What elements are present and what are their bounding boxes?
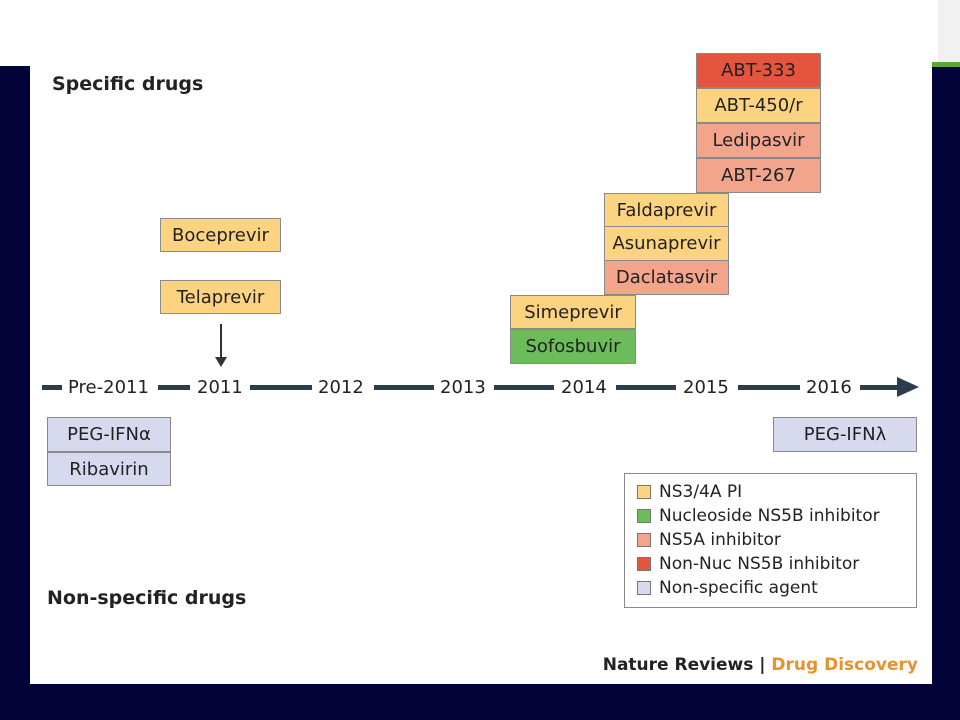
legend-item-ns5a: NS5A inhibitor [637, 530, 781, 550]
legend-item-ns34a: NS3/4A PI [637, 482, 742, 502]
timeline-segment [158, 385, 190, 390]
legend-swatch-nucleoside [637, 509, 651, 523]
drug-box-daclatasvir: Daclatasvir [604, 260, 729, 295]
telaprevir-arrow-line [220, 324, 222, 360]
drug-box-boceprevir: Boceprevir [160, 218, 281, 252]
year-label-2015: 2015 [683, 377, 729, 398]
legend-label-nucleoside: Nucleoside NS5B inhibitor [659, 506, 880, 526]
timeline-segment [738, 385, 800, 390]
legend-label-non-nuc: Non-Nuc NS5B inhibitor [659, 554, 860, 574]
drug-box-abt-333: ABT-333 [696, 53, 821, 88]
timeline-segment [42, 385, 62, 390]
drug-box-peg-ifn-alpha: PEG-IFNα [47, 417, 171, 452]
legend-label-ns5a: NS5A inhibitor [659, 530, 781, 550]
timeline-segment [374, 385, 434, 390]
year-label-2011: 2011 [197, 377, 243, 398]
drug-box-sofosbuvir: Sofosbuvir [510, 329, 636, 364]
legend-swatch-ns5a [637, 533, 651, 547]
figure-credit: Nature Reviews | Drug Discovery [603, 655, 918, 675]
legend-swatch-ns34a [637, 485, 651, 499]
legend-item-nucleoside: Nucleoside NS5B inhibitor [637, 506, 880, 526]
year-label-2012: 2012 [318, 377, 364, 398]
specific-drugs-label: Specific drugs [52, 73, 204, 95]
year-label-pre-2011: Pre-2011 [68, 377, 149, 398]
telaprevir-arrow-head [215, 357, 227, 367]
legend-swatch-non-specific [637, 581, 651, 595]
drug-box-abt-450r: ABT-450/r [696, 88, 821, 123]
drug-box-simeprevir: Simeprevir [510, 295, 636, 329]
timeline-segment [860, 385, 900, 390]
non-specific-drugs-label: Non-specific drugs [47, 587, 247, 609]
legend-label-non-specific: Non-specific agent [659, 578, 818, 598]
timeline-segment [250, 385, 312, 390]
drug-box-faldaprevir: Faldaprevir [604, 193, 729, 228]
top-corner-panel [938, 0, 960, 62]
year-label-2013: 2013 [440, 377, 486, 398]
drug-box-peg-ifn-lambda: PEG-IFNλ [773, 417, 917, 452]
drug-box-ledipasvir: Ledipasvir [696, 123, 821, 158]
drug-box-ribavirin: Ribavirin [47, 452, 171, 486]
timeline-segment [494, 385, 554, 390]
credit-separator: | [753, 655, 772, 675]
drug-box-abt-267: ABT-267 [696, 158, 821, 193]
legend-swatch-non-nuc [637, 557, 651, 571]
legend-label-ns34a: NS3/4A PI [659, 482, 743, 502]
credit-journal: Nature Reviews [602, 655, 754, 675]
legend-item-non-nuc: Non-Nuc NS5B inhibitor [637, 554, 859, 574]
green-accent-bar [932, 62, 960, 67]
drug-box-telaprevir: Telaprevir [160, 280, 281, 314]
legend: NS3/4A PI Nucleoside NS5B inhibitor NS5A… [624, 473, 917, 608]
year-label-2014: 2014 [561, 377, 607, 398]
legend-item-non-specific: Non-specific agent [637, 578, 818, 598]
drug-box-asunaprevir: Asunaprevir [604, 226, 729, 261]
timeline-arrow-icon [897, 377, 919, 397]
credit-brand: Drug Discovery [771, 655, 918, 675]
timeline-segment [616, 385, 676, 390]
year-label-2016: 2016 [806, 377, 852, 398]
